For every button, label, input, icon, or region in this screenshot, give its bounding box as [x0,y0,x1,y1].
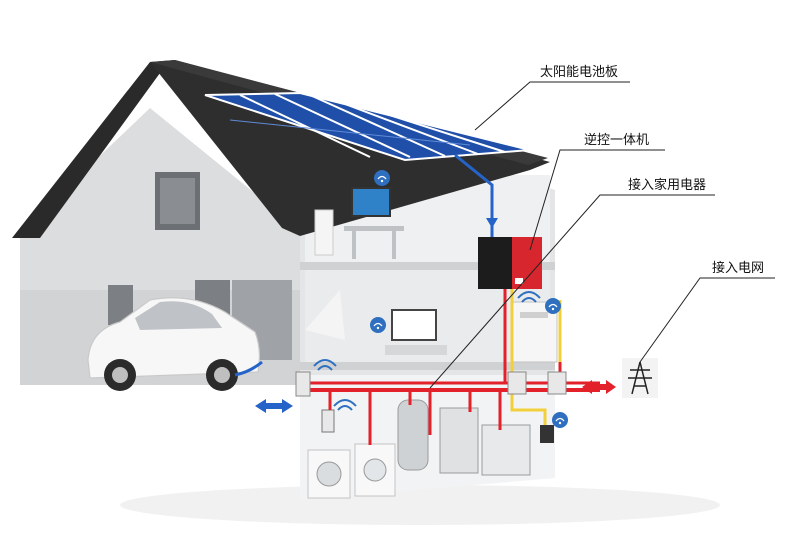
television [391,309,437,341]
label-grid: 接入电网 [712,260,764,276]
leader-inverter [529,149,665,251]
inverter-unit [478,237,542,289]
dc-arrow [486,218,498,228]
grid-bidirectional-arrow-icon [582,380,616,394]
monitoring-device [540,425,554,443]
water-heater [397,399,429,471]
leader-grid [639,277,775,363]
label-solar-panel: 太阳能电池板 [540,65,618,80]
left-roof [12,62,168,238]
label-inverter: 逆控一体机 [584,132,649,148]
signal-line [510,289,547,425]
wifi-icon [374,170,390,186]
leader-solar-panel [474,81,630,131]
solar-panel-array [204,91,531,162]
monitor [351,187,391,217]
callout-lines [429,81,775,389]
boiler [481,424,531,476]
main-breaker [295,371,311,397]
power-pylon-icon [622,358,658,398]
heat-pump [439,407,479,474]
distribution-box [507,371,527,395]
wiring [295,153,600,445]
wifi-icon [545,298,561,314]
inverter-body-black [478,237,512,289]
wifi-signal-icon [313,291,541,411]
electric-car [87,297,263,391]
wifi-icon [552,412,568,428]
label-home-appliances: 接入家用电器 [628,177,706,193]
bidirectional-arrow-icon [255,399,293,413]
meter-box [547,371,567,395]
leader-home-appliances [429,194,715,389]
sensor [321,409,335,433]
car-body [87,297,261,379]
ground-shadow [120,485,720,525]
wifi-icon [370,317,386,333]
